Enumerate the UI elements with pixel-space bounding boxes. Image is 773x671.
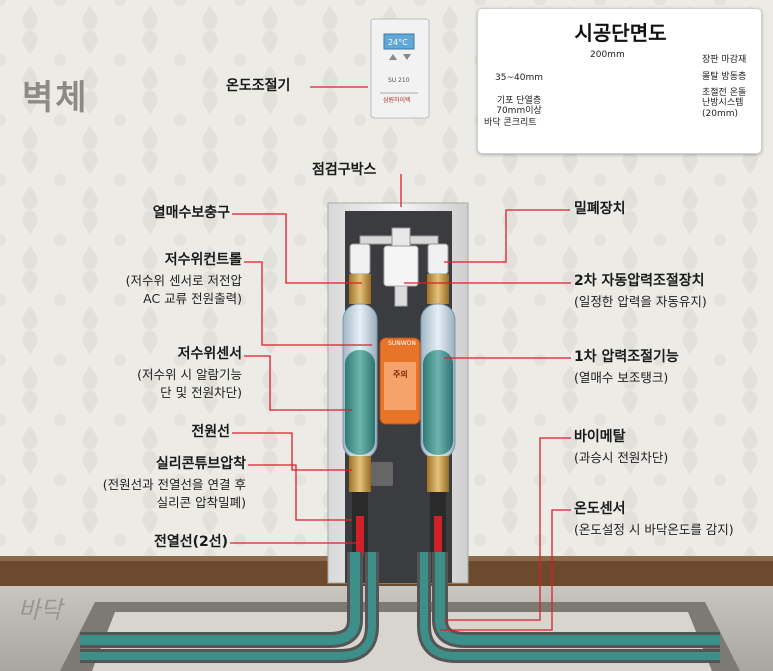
wall-label: 벽체 [22, 78, 89, 118]
inset-system-line2: 난방시스템 [702, 98, 744, 109]
inset-finish: 장판 마감재 [702, 55, 747, 65]
label-primary-pressure-desc: (열매수 보조탱크) [574, 370, 669, 385]
inset-insulation-line2: 70mm이상 [496, 106, 542, 117]
thermostat-model: SU 210 [388, 77, 410, 84]
label-primary-pressure: 1차 압력조절기능 [574, 349, 679, 365]
label-silicone-tube: 실리콘튜브압착 [155, 456, 246, 472]
tank-brand: SUNWON [388, 340, 416, 347]
label-secondary-pressure: 2차 자동압력조절장치 [574, 273, 705, 289]
inset-system-line3: (20mm) [702, 108, 739, 119]
label-bimetal: 바이메탈 [574, 429, 626, 445]
label-thermostat: 온도조절기 [226, 78, 291, 94]
label-water-level-sensor-desc2: 단 및 전원차단) [160, 385, 242, 400]
label-water-level-control-desc1: (저수위 센서로 저전압 [125, 273, 242, 288]
label-power-line: 전원선 [191, 424, 230, 440]
label-silicone-tube-desc1: (전원선과 전열선을 연결 후 [102, 477, 246, 492]
thermostat-device [370, 18, 430, 119]
tank-warning: 주의 [393, 370, 408, 379]
label-inspection-box: 점검구박스 [312, 162, 377, 178]
secondary-pressure-valve [383, 227, 419, 307]
label-water-level-sensor-desc1: (저수위 시 알람기능 [137, 367, 242, 382]
label-water-level-sensor: 저수위센서 [177, 346, 242, 362]
right-column [420, 243, 456, 556]
heating-pipes [80, 552, 720, 663]
label-water-level-control-desc2: AC 교류 전원출력) [143, 291, 242, 306]
label-silicone-tube-desc2: 실리콘 압착밀폐) [156, 495, 246, 510]
thermostat-brand: 삼원하이텍 [383, 97, 411, 104]
label-heating-wire: 전열선(2선) [153, 534, 228, 550]
inset-mortar: 몰탈 방동층 [702, 72, 747, 82]
thermostat-display: 24°C [388, 38, 408, 47]
leader-lines [230, 86, 571, 631]
label-bimetal-desc: (과승시 전원차단) [574, 450, 669, 465]
label-secondary-pressure-desc: (일정한 압력을 자동유지) [574, 294, 707, 309]
inset-insulation-line1: 기포 단열층 [496, 96, 542, 106]
inset-concrete: 바닥 콘크리트 [484, 118, 537, 128]
inset-title: 시공단면도 [574, 21, 667, 45]
label-refill-port: 열매수보충구 [152, 205, 230, 221]
label-seal-device: 밀폐장치 [574, 201, 626, 217]
floor-label: 바닥 [18, 596, 63, 624]
inset-insulation: 기포 단열층 70mm이상 [490, 96, 548, 117]
cross-section-inset: 시공단면도 [477, 8, 762, 154]
water-level-tank [379, 337, 421, 425]
label-temp-sensor: 온도센서 [574, 501, 626, 517]
inset-system: 초절전 온돌 난방시스템 (20mm) [702, 88, 746, 119]
left-column [342, 243, 393, 556]
label-temp-sensor-desc: (온도설정 시 바닥온도를 감지) [574, 522, 734, 537]
inset-dim-35-40: 35~40mm [495, 73, 543, 83]
inset-system-line1: 초절전 온돌 [702, 88, 747, 98]
label-water-level-control: 저수위컨트롤 [164, 252, 242, 268]
inset-dim-200: 200mm [590, 50, 625, 60]
